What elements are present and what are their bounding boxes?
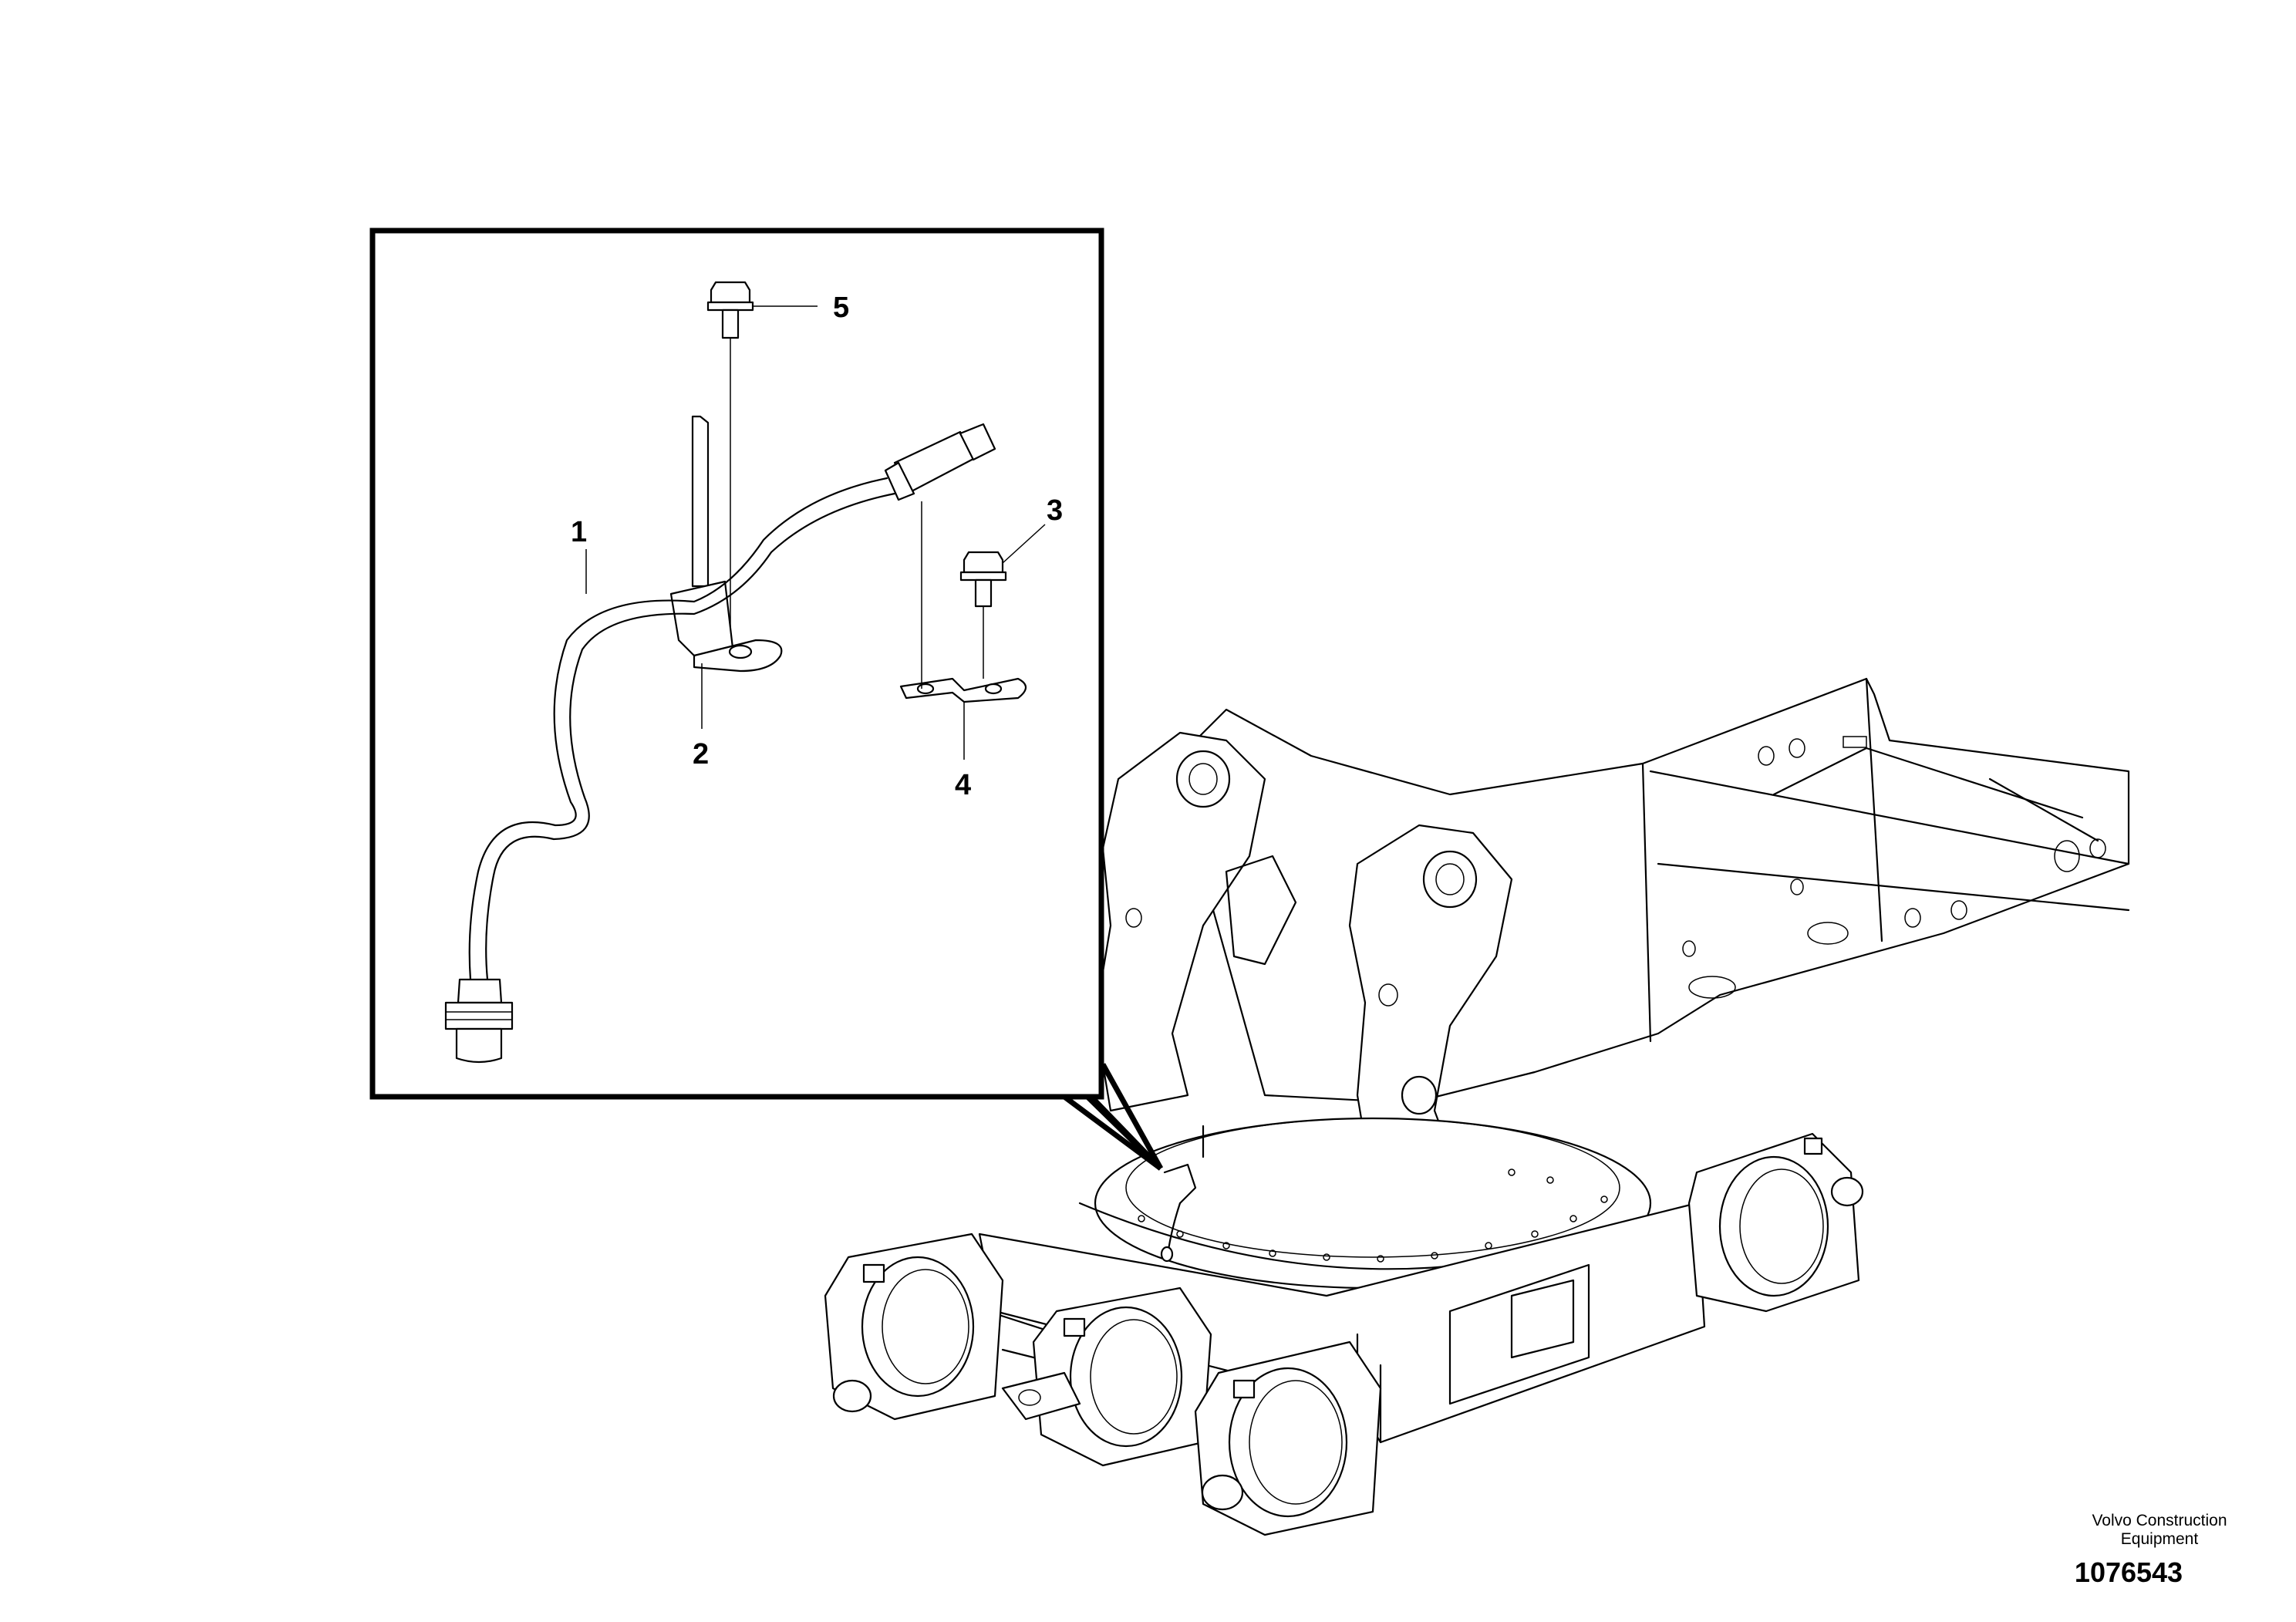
detail-inset [369,228,1164,1171]
part-5-bolt [706,281,754,634]
detail-inset-frame [369,228,1163,1171]
callout-2: 2 [693,738,709,771]
excavator-frame-drawing [824,677,2130,1536]
slewing-ring-bolt-holes [1138,1168,1608,1263]
track-frame-ring-center [1001,1286,1212,1467]
part-4-bracket [899,501,1027,703]
track-frame-ring-right [1687,1132,1864,1313]
document-number: 1076543 [2074,1556,2183,1588]
callout-5: 5 [833,292,849,324]
track-frame-ring-left [824,1233,1004,1421]
brand-label: Volvo Construction Equipment [2021,1512,2296,1549]
part-1-sensor-cable [444,423,996,1064]
callout-leaders [585,305,1046,760]
brand-line-1: Volvo Construction [2092,1512,2227,1529]
part-2-clamp [669,415,783,673]
callout-3: 3 [1047,494,1063,527]
callout-1: 1 [571,516,587,548]
brand-line-2: Equipment [2120,1530,2199,1548]
track-frame-ring-front [1194,1340,1382,1536]
part-3-bolt [959,551,1007,679]
callout-4: 4 [955,769,971,801]
